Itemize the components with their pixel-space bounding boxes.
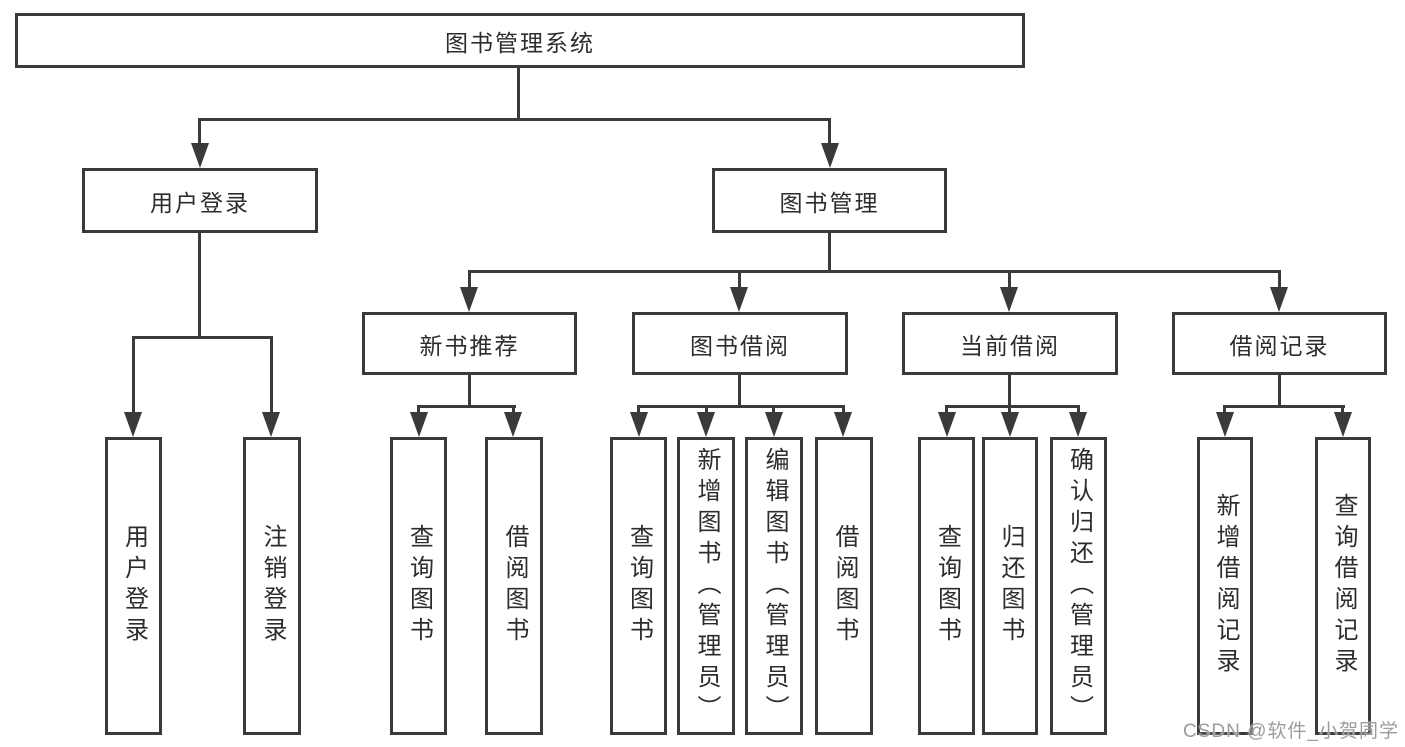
arrow-down-icon (765, 412, 783, 437)
leaf-cb-confirm-return: 确认归还（管理员） (1050, 437, 1107, 735)
leaf-cb-query-books: 查询图书 (918, 437, 975, 735)
connector-line (270, 339, 273, 417)
connector-line (468, 375, 471, 408)
arrow-down-icon (191, 143, 209, 168)
arrow-down-icon (1001, 412, 1019, 437)
arrow-down-icon (1270, 287, 1288, 312)
arrow-down-icon (124, 412, 142, 437)
arrow-down-icon (460, 287, 478, 312)
connector-line (198, 233, 201, 339)
node-label: 查询图书 (933, 524, 961, 648)
node-label: 图书管理 (779, 189, 880, 216)
leaf-logout: 注销登录 (243, 437, 301, 735)
arrow-down-icon (1000, 287, 1018, 312)
leaf-nbr-query-books: 查询图书 (390, 437, 447, 735)
node-label: 查询借阅记录 (1330, 493, 1357, 679)
connector-line (738, 273, 741, 291)
connector-line (1008, 375, 1011, 408)
connector-line (1008, 408, 1011, 414)
node-label: 借阅记录 (1229, 332, 1330, 359)
connector-line (1341, 408, 1344, 414)
node-book-management: 图书管理 (712, 168, 947, 233)
connector-line (132, 336, 273, 339)
connector-line (1278, 375, 1281, 408)
connector-line (198, 118, 831, 121)
connector-line (417, 408, 420, 414)
connector-line (468, 270, 1281, 273)
connector-line (705, 408, 708, 414)
node-label: 查询图书 (625, 524, 653, 648)
leaf-br-query-record: 查询借阅记录 (1315, 437, 1371, 735)
connector-line (417, 405, 516, 408)
node-label: 新增图书（管理员） (693, 446, 720, 726)
connector-line (1223, 408, 1226, 414)
node-label: 确认归还（管理员） (1065, 446, 1093, 726)
leaf-cb-return-books: 归还图书 (982, 437, 1038, 735)
arrow-down-icon (697, 412, 715, 437)
arrow-down-icon (410, 412, 428, 437)
watermark: CSDN @软件_小贺同学 (1183, 721, 1399, 742)
connector-line (517, 68, 520, 121)
connector-line (945, 408, 948, 414)
arrow-down-icon (1069, 412, 1087, 437)
node-book-borrowing: 图书借阅 (632, 312, 848, 375)
connector-line (637, 405, 845, 408)
arrow-down-icon (938, 412, 956, 437)
connector-line (1278, 273, 1281, 291)
connector-line (1077, 408, 1080, 414)
connector-line (772, 408, 775, 414)
arrow-down-icon (262, 412, 280, 437)
leaf-bb-add-books: 新增图书（管理员） (677, 437, 735, 735)
arrow-down-icon (1334, 412, 1352, 437)
connector-line (468, 273, 471, 291)
connector-line (512, 408, 515, 414)
arrow-down-icon (504, 412, 522, 437)
connector-line (637, 408, 640, 414)
node-root: 图书管理系统 (15, 13, 1025, 68)
leaf-br-add-record: 新增借阅记录 (1197, 437, 1253, 735)
node-new-book-recommend: 新书推荐 (362, 312, 577, 375)
node-label: 借阅图书 (831, 524, 858, 648)
connector-line (828, 233, 831, 273)
connector-line (828, 121, 831, 147)
connector-line (842, 408, 845, 414)
connector-line (1223, 405, 1345, 408)
node-label: 编辑图书（管理员） (761, 446, 788, 726)
connector-line (738, 375, 741, 408)
node-label: 新书推荐 (419, 332, 520, 359)
leaf-bb-borrow-books: 借阅图书 (815, 437, 873, 735)
arrow-down-icon (1216, 412, 1234, 437)
node-current-borrowing: 当前借阅 (902, 312, 1118, 375)
node-borrowing-records: 借阅记录 (1172, 312, 1387, 375)
node-label: 用户登录 (120, 524, 148, 648)
arrow-down-icon (730, 287, 748, 312)
node-label: 归还图书 (997, 524, 1024, 648)
node-label: 借阅图书 (501, 524, 528, 648)
node-label: 用户登录 (150, 189, 250, 216)
connector-line (132, 339, 135, 417)
leaf-bb-edit-books: 编辑图书（管理员） (745, 437, 803, 735)
connector-line (1008, 273, 1011, 291)
connector-line (198, 121, 201, 147)
connector-line (945, 405, 1080, 408)
arrow-down-icon (821, 143, 839, 168)
node-label: 图书管理系统 (445, 29, 595, 56)
arrow-down-icon (630, 412, 648, 437)
node-user-login: 用户登录 (82, 168, 318, 233)
leaf-bb-query-books: 查询图书 (610, 437, 667, 735)
leaf-nbr-borrow-books: 借阅图书 (485, 437, 543, 735)
node-label: 查询图书 (405, 524, 433, 648)
node-label: 图书借阅 (690, 332, 790, 359)
arrow-down-icon (834, 412, 852, 437)
node-label: 当前借阅 (960, 332, 1060, 359)
node-label: 新增借阅记录 (1212, 493, 1239, 679)
leaf-user-login: 用户登录 (105, 437, 162, 735)
node-label: 注销登录 (259, 524, 286, 648)
